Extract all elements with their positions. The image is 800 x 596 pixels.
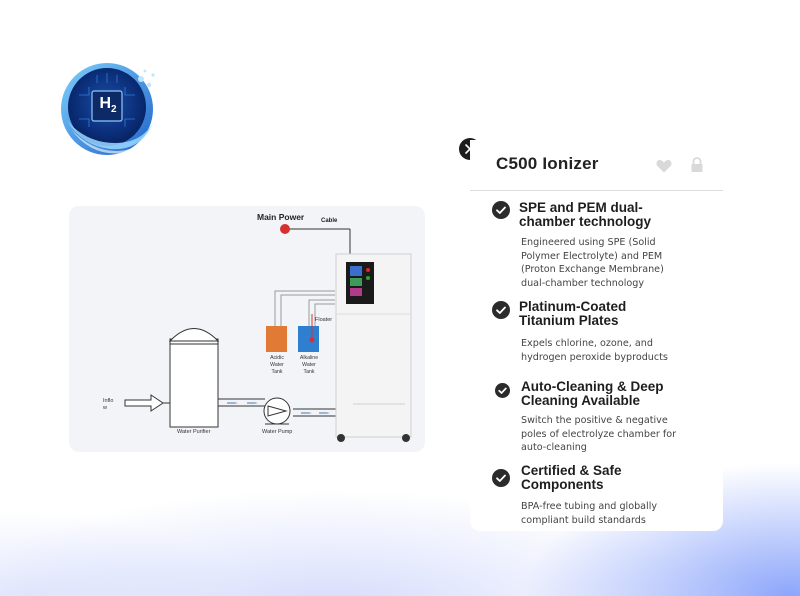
- system-diagram: [124, 224, 412, 442]
- feature-title: SPE and PEM dual- chamber technology: [519, 201, 651, 229]
- h2-logo: H2: [57, 59, 163, 165]
- alkaline-label-line: Tank: [303, 369, 315, 375]
- alkaline-tank: [298, 326, 319, 352]
- main-power-label: Main Power: [257, 212, 305, 222]
- title-divider: [470, 190, 723, 191]
- feature-desc-line: BPA-free tubing and globally: [521, 501, 658, 512]
- feature-desc-line: Switch the positive & negative: [521, 415, 668, 426]
- feature-desc-line: dual-chamber technology: [521, 277, 645, 289]
- feature-title-line: Cleaning Available: [521, 393, 641, 408]
- logo-subscript: 2: [111, 104, 117, 115]
- feature-description: BPA-free tubing and globally compliant b…: [521, 500, 657, 527]
- alkaline-label-line: Alkaline: [299, 355, 319, 361]
- feature-desc-line: (Proton Exchange Membrane): [521, 264, 664, 275]
- feature-desc-line: compliant build standards: [521, 514, 646, 526]
- water-purifier: [169, 338, 219, 428]
- check-icon: [492, 201, 510, 219]
- alkaline-tank-label: Alkaline Water Tank: [294, 355, 324, 376]
- feature-desc-line: Polymer Electrolyte) and PEM: [521, 250, 663, 262]
- feature-title-line: chamber technology: [519, 214, 652, 229]
- feature-title-line: Platinum-Coated: [519, 299, 627, 314]
- feature-description: Expels chlorine, ozone, and hydrogen per…: [521, 337, 668, 364]
- feature-description: Engineered using SPE (Solid Polymer Elec…: [521, 236, 664, 290]
- feature-desc-line: hydrogen peroxide byproducts: [521, 351, 668, 363]
- lock-icon[interactable]: [690, 157, 704, 177]
- heart-icon[interactable]: [656, 158, 672, 177]
- feature-title-line: Certified & Safe: [521, 463, 622, 478]
- water-pump: [263, 397, 291, 425]
- feature-title-line: Auto-Cleaning & Deep: [521, 379, 664, 394]
- feature-description: Switch the positive & negative poles of …: [521, 414, 676, 455]
- ionizer-unit: [335, 253, 412, 442]
- logo-text: H2: [95, 95, 121, 115]
- acidic-label-line: Tank: [271, 369, 283, 375]
- check-icon: [492, 301, 510, 319]
- feature-title: Auto-Cleaning & Deep Cleaning Available: [521, 380, 664, 408]
- alkaline-label-line: Water: [302, 362, 316, 368]
- feature-title: Platinum-Coated Titanium Plates: [519, 300, 626, 328]
- floater-indicator: [309, 337, 315, 343]
- product-panel: C500 Ionizer SPE and PEM dual- chamber t…: [470, 140, 723, 531]
- feature-desc-line: poles of electrolyze chamber for: [521, 428, 677, 440]
- feature-desc-line: Engineered using SPE (Solid: [521, 237, 656, 248]
- logo-h: H: [99, 95, 111, 112]
- product-title: C500 Ionizer: [496, 154, 599, 173]
- acidic-tank: [266, 326, 287, 352]
- inflow-arrow: [124, 394, 164, 412]
- feature-title: Certified & Safe Components: [521, 464, 622, 492]
- main-power-dot: [280, 224, 290, 234]
- water-purifier-label: Water Purifier: [177, 429, 211, 435]
- feature-title-line: SPE and PEM dual-: [519, 200, 643, 215]
- water-pump-label: Water Pump: [262, 429, 293, 435]
- check-icon: [492, 469, 510, 487]
- feature-desc-line: auto-cleaning: [521, 442, 587, 453]
- acidic-label-line: Water: [270, 362, 284, 368]
- acidic-label-line: Acidic: [270, 355, 284, 361]
- acidic-tank-label: Acidic Water Tank: [262, 355, 292, 376]
- check-icon: [495, 383, 510, 398]
- inflow-label-line: Inflo: [103, 398, 114, 404]
- feature-title-line: Components: [521, 477, 604, 492]
- floater-label: Floater: [315, 317, 333, 323]
- cable-label: Cable: [321, 218, 338, 224]
- inflow-label: Inflo w: [103, 398, 113, 412]
- feature-desc-line: Expels chlorine, ozone, and: [521, 338, 653, 349]
- feature-title-line: Titanium Plates: [519, 313, 619, 328]
- inflow-label-line: w: [103, 405, 107, 411]
